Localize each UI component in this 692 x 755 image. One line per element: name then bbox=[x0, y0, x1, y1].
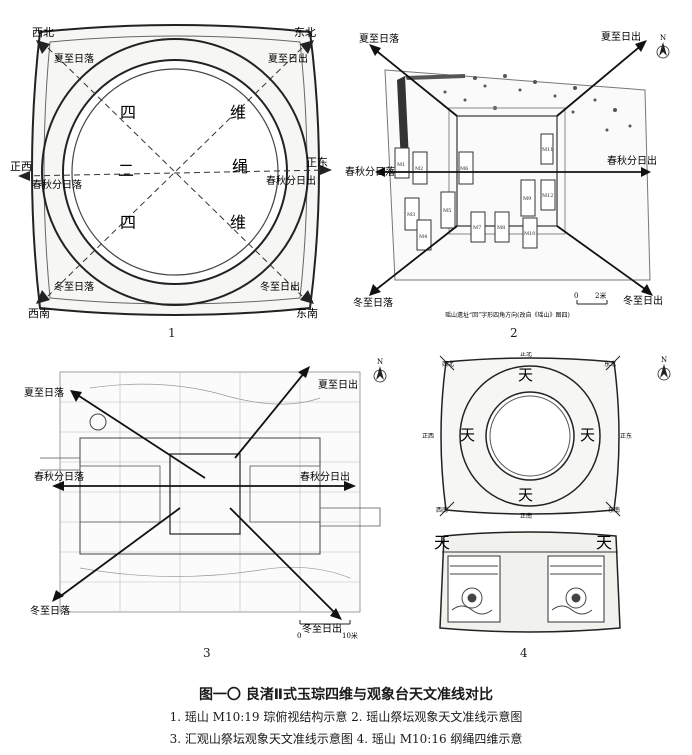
tomb-label: M3 bbox=[407, 212, 415, 218]
svg-text:N: N bbox=[377, 358, 383, 366]
panel-3-drawing: 夏至日落 夏至日出 春秋分日落 春秋分日出 冬至日落 冬至日出 N 0 10米 bbox=[24, 358, 387, 640]
glyph-er: 二 bbox=[118, 161, 134, 180]
label-equinox-sunset: 春秋分日落 bbox=[32, 178, 82, 191]
label-north: 正北 bbox=[520, 352, 532, 358]
label-northwest: 西北 bbox=[32, 26, 54, 39]
panel-1-number: 1 bbox=[168, 326, 176, 340]
glyph-tian-side-left: 天 bbox=[434, 533, 450, 552]
label-winter-sunrise: 冬至日出 bbox=[623, 294, 663, 307]
tomb-label: M6 bbox=[460, 166, 468, 172]
label-northwest: 西北 bbox=[442, 360, 454, 368]
glyph-tian-side-right: 天 bbox=[596, 533, 612, 552]
scale-zero: 0 bbox=[297, 632, 301, 640]
north-arrow-icon: N bbox=[656, 34, 670, 59]
north-arrow-icon: N bbox=[657, 356, 671, 381]
figure-caption-line-1: 1. 瑶山 M10:19 琮俯视结构示意 2. 瑶山祭坛观象天文准线示意图 bbox=[169, 710, 523, 724]
label-northeast: 东北 bbox=[294, 26, 316, 39]
label-summer-sunset: 夏至日落 bbox=[359, 33, 399, 45]
tomb-label: M7 bbox=[473, 225, 481, 231]
label-equinox-sunrise: 春秋分日出 bbox=[266, 174, 316, 187]
label-summer-sunset: 夏至日落 bbox=[24, 387, 64, 399]
glyph-wei-top: 维 bbox=[230, 103, 246, 122]
glyph-tian-top: 天 bbox=[518, 366, 533, 384]
label-winter-sunset: 冬至日落 bbox=[30, 604, 70, 617]
tomb-label: M12 bbox=[542, 193, 553, 199]
label-equinox-sunset: 春秋分日落 bbox=[34, 470, 84, 483]
glyph-si-bottom: 四 bbox=[120, 213, 136, 232]
panel-1-drawing: 西北 东北 夏至日落 夏至日出 正西 正东 春秋分日落 春秋分日出 冬至日落 冬… bbox=[10, 24, 332, 320]
glyph-tian-right: 天 bbox=[580, 426, 595, 444]
label-northeast: 东北 bbox=[604, 360, 616, 368]
label-summer-sunrise: 夏至日出 bbox=[318, 378, 358, 391]
glyph-tian-bottom: 天 bbox=[518, 486, 533, 504]
panel-2-yaoshan-altar: M1 M2 M3 M4 M5 M6 M7 M8 M9 M10 M11 M12 bbox=[345, 30, 685, 325]
panel-4-number: 4 bbox=[520, 646, 528, 660]
figure-title: 图一〇 良渚Ⅱ式玉琮四维与观象台天文准线对比 bbox=[198, 687, 494, 703]
scale-label: 2米 bbox=[595, 291, 606, 300]
label-east: 正东 bbox=[306, 156, 328, 169]
label-southwest: 西南 bbox=[28, 307, 50, 320]
label-southeast: 东南 bbox=[296, 307, 318, 320]
label-summer-sunrise: 夏至日出 bbox=[268, 52, 308, 65]
tomb-label: M1 bbox=[397, 162, 405, 168]
label-equinox-sunrise: 春秋分日出 bbox=[300, 470, 350, 483]
scale-label: 10米 bbox=[342, 631, 358, 640]
label-winter-sunset: 冬至日落 bbox=[54, 280, 94, 293]
glyph-sheng: 绳 bbox=[232, 157, 248, 176]
panel-4-cong-rope: 天 天 天 天 正北 西北 东北 正西 正东 西南 东南 正南 N 天 天 bbox=[420, 350, 680, 642]
label-summer-sunset: 夏至日落 bbox=[54, 53, 94, 65]
panel-2-number: 2 bbox=[510, 326, 518, 340]
label-west: 正西 bbox=[10, 160, 32, 173]
panel-2-note: 瑶山遗址“回”字形四角方向(改自《瑶山》图四) bbox=[445, 311, 570, 319]
label-southwest: 西南 bbox=[436, 506, 448, 514]
tomb-label: M9 bbox=[523, 196, 531, 202]
figure-caption-line-2: 3. 汇观山祭坛观象天文准线示意图 4. 瑶山 M10:16 纲绳四维示意 bbox=[169, 732, 523, 746]
north-arrow-icon: N bbox=[373, 358, 387, 383]
label-west: 正西 bbox=[422, 433, 434, 440]
panel-3-number: 3 bbox=[203, 646, 211, 660]
panel-1-cong-top-view: 西北 东北 夏至日落 夏至日出 正西 正东 春秋分日落 春秋分日出 冬至日落 冬… bbox=[10, 20, 340, 320]
scale-zero: 0 bbox=[574, 292, 578, 300]
label-winter-sunrise: 冬至日出 bbox=[260, 280, 300, 293]
svg-text:N: N bbox=[661, 356, 667, 364]
panel-2-drawing: M1 M2 M3 M4 M5 M6 M7 M8 M9 M10 M11 M12 bbox=[345, 30, 670, 319]
panel-4-drawing: 天 天 天 天 正北 西北 东北 正西 正东 西南 东南 正南 N 天 天 bbox=[422, 350, 671, 633]
panel-3-huiguanshan-altar: 夏至日落 夏至日出 春秋分日落 春秋分日出 冬至日落 冬至日出 N 0 10米 bbox=[20, 358, 395, 643]
label-east: 正东 bbox=[620, 432, 632, 440]
label-equinox-sunset: 春秋分日落 bbox=[345, 165, 395, 178]
svg-text:N: N bbox=[660, 34, 666, 42]
glyph-si-top: 四 bbox=[120, 103, 136, 122]
label-winter-sunrise: 冬至日出 bbox=[302, 622, 342, 635]
glyph-tian-left: 天 bbox=[460, 426, 475, 444]
tomb-label: M11 bbox=[542, 147, 553, 153]
label-southeast: 东南 bbox=[608, 506, 620, 514]
tomb-label: M5 bbox=[443, 208, 451, 214]
tomb-label: M2 bbox=[415, 166, 423, 172]
tomb-label: M10 bbox=[524, 231, 535, 237]
label-south: 正南 bbox=[520, 512, 532, 520]
tomb-label: M4 bbox=[419, 234, 427, 240]
label-equinox-sunrise: 春秋分日出 bbox=[607, 154, 657, 167]
label-winter-sunset: 冬至日落 bbox=[353, 296, 393, 309]
label-summer-sunrise: 夏至日出 bbox=[601, 30, 641, 43]
tomb-label: M8 bbox=[497, 225, 505, 231]
glyph-wei-bottom: 维 bbox=[230, 213, 246, 232]
